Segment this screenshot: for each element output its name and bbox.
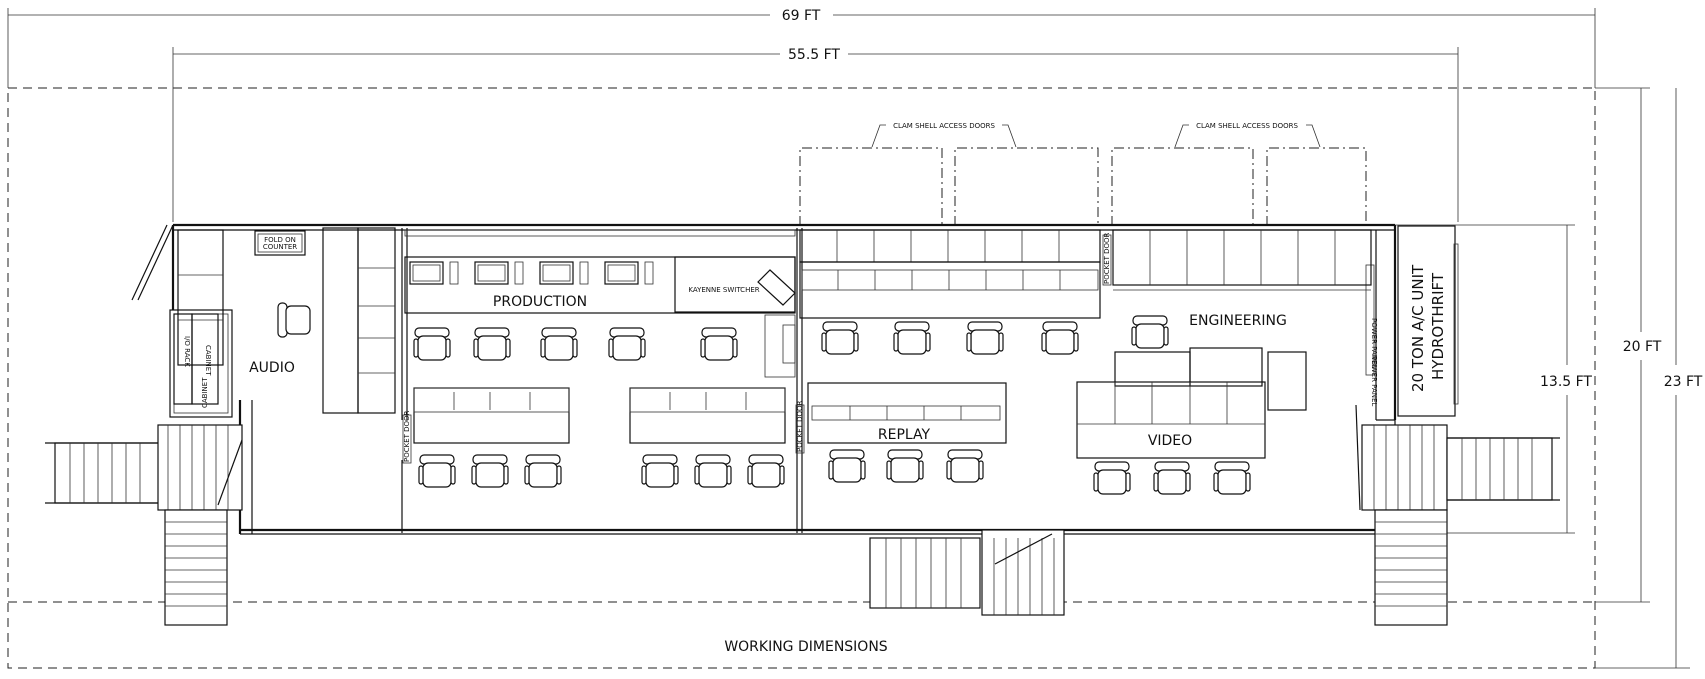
dimension-20ft: 20 FT <box>1595 87 1662 603</box>
power-panel-label-b: POWER PANEL <box>1370 356 1378 406</box>
ac-unit-label-line1: 20 TON A/C UNIT <box>1409 264 1427 392</box>
production-console <box>404 256 796 314</box>
svg-text:CABINET: CABINET <box>204 345 212 376</box>
pocket-door-1: POCKET DOOR <box>402 410 412 464</box>
entry-stairs-left <box>45 424 243 626</box>
working-dimensions-outline <box>7 87 1596 669</box>
room-label-video: VIDEO <box>1148 433 1192 449</box>
audio-chair <box>277 302 311 338</box>
svg-text:POCKET DOOR: POCKET DOOR <box>403 410 411 462</box>
dimension-label-13-5ft: 13.5 FT <box>1540 374 1592 390</box>
clam-shell-label-left: CLAM SHELL ACCESS DOORS <box>893 122 995 130</box>
trailer-shell <box>131 223 1397 535</box>
room-label-replay: REPLAY <box>878 427 931 443</box>
power-panel-label-a: POWER PANEL <box>1370 318 1378 368</box>
room-label-engineering: ENGINEERING <box>1189 313 1287 329</box>
dimension-23ft: 23 FT <box>1595 88 1703 669</box>
audio-desk <box>177 229 224 366</box>
svg-text:POCKET DOOR: POCKET DOOR <box>796 400 804 452</box>
entry-stairs-right <box>1355 404 1560 626</box>
audio-console <box>322 227 359 414</box>
dimension-label-23ft: 23 FT <box>1664 374 1703 390</box>
engineering-room: ENGINEERING <box>1112 229 1372 349</box>
room-label-audio: AUDIO <box>249 360 295 376</box>
ac-unit: 20 TON A/C UNIT HYDROTHRIFT <box>1397 225 1459 417</box>
dimension-55-5ft: 55.5 FT <box>172 47 1459 222</box>
clam-shell-doors-left: CLAM SHELL ACCESS DOORS <box>799 122 1099 226</box>
cabinet <box>191 313 219 405</box>
svg-text:KAYENNE SWITCHER: KAYENNE SWITCHER <box>688 286 759 294</box>
svg-text:POCKET DOOR: POCKET DOOR <box>1103 232 1111 284</box>
svg-text:I/O RACK: I/O RACK <box>183 336 191 367</box>
pocket-door-3: POCKET DOOR <box>1102 232 1112 286</box>
pocket-door-2: POCKET DOOR <box>795 400 805 454</box>
production-room: PRODUCTION KAYENNE SWITCHER <box>404 229 796 488</box>
video-room: VIDEO <box>1076 347 1307 495</box>
dimension-label-69ft: 69 FT <box>782 8 821 24</box>
replay-room: REPLAY <box>799 229 1101 483</box>
dimension-13-5ft: 13.5 FT <box>1395 224 1592 534</box>
caption-working-dimensions: WORKING DIMENSIONS <box>724 639 887 655</box>
svg-text:CABINET: CABINET <box>201 377 209 408</box>
ac-unit-label-line2: HYDROTHRIFT <box>1429 272 1447 380</box>
fold-on-counter <box>254 230 306 256</box>
kayenne-switcher <box>674 256 796 313</box>
dimension-label-20ft: 20 FT <box>1623 339 1662 355</box>
audio-room: FOLD ON COUNTER I/O RACK CABINET CABINET… <box>173 227 396 414</box>
clam-shell-label-right: CLAM SHELL ACCESS DOORS <box>1196 122 1298 130</box>
replay-console <box>807 382 1007 444</box>
svg-text:FOLD ON: FOLD ON <box>264 236 296 244</box>
svg-text:COUNTER: COUNTER <box>263 243 297 251</box>
dimension-69ft: 69 FT <box>7 8 1596 88</box>
dimension-label-55-5ft: 55.5 FT <box>788 47 840 63</box>
power-panels: POWER PANEL POWER PANEL <box>1365 264 1378 406</box>
room-label-production: PRODUCTION <box>493 294 587 310</box>
clam-shell-doors-right: CLAM SHELL ACCESS DOORS <box>1111 122 1367 226</box>
entry-stairs-middle <box>869 529 1065 616</box>
